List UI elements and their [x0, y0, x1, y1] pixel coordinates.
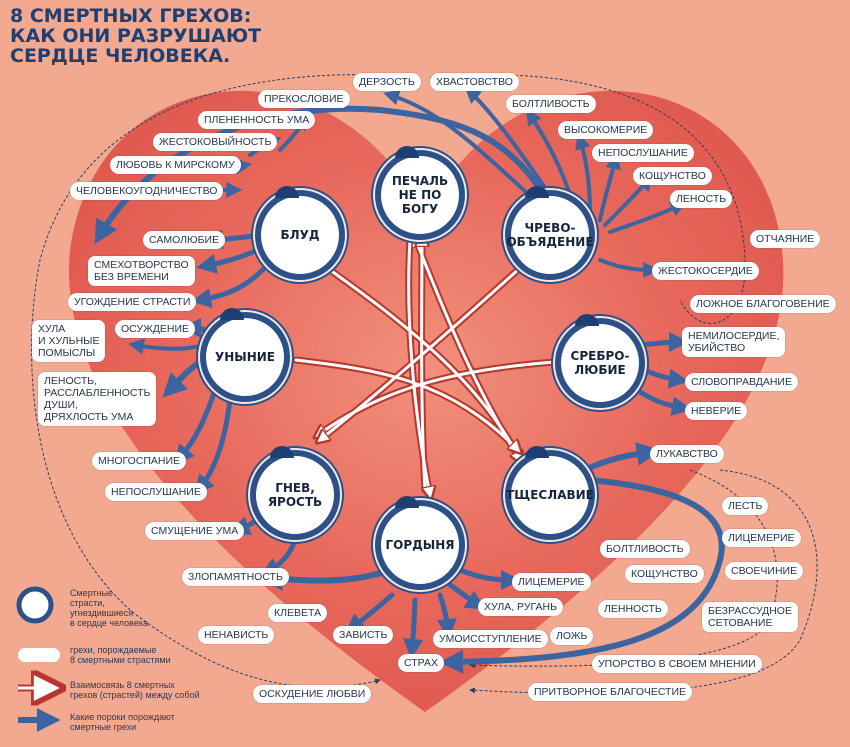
serpent-icon — [575, 314, 599, 326]
sin-hula-ruganj: ХУЛА, РУГАНЬ — [478, 598, 563, 616]
legend-sin-icon — [18, 648, 60, 662]
sin-hula-pomysly: ХУЛА И ХУЛЬНЫЕ ПОМЫСЛЫ — [32, 320, 106, 362]
sin-oskudenie: ОСКУДЕНИЕ ЛЮБВИ — [253, 685, 372, 703]
sin-slovopravdanie: СЛОВОПРАВДАНИЕ — [685, 373, 798, 391]
sin-lenost-dushi: ЛЕНОСТЬ, РАССЛАБЛЕННОСТЬ ДУШИ, ДРЯХЛОСТЬ… — [38, 372, 157, 426]
sin-zavist: ЗАВИСТЬ — [333, 626, 394, 644]
passion-chrevo: ЧРЕВО- ОБЪЯДЕНИЕ — [505, 186, 595, 280]
legend-sins-label: грехи, порождаемые 8 смертными страстями — [70, 645, 171, 665]
sin-chelovekougod: ЧЕЛОВЕКОУГОДНИЧЕСТВО — [70, 182, 224, 200]
arrow-gord-licemerie — [457, 567, 521, 590]
serpent-icon — [395, 496, 419, 508]
title-line-2: КАК ОНИ РАЗРУШАЮТ — [10, 25, 262, 47]
passion-pechal: ПЕЧАЛЬ НЕ ПО БОГУ — [375, 146, 465, 240]
sin-licemerie-bottom: ЛИЦЕМЕРИЕ — [512, 573, 591, 591]
arrow-gord-zavist — [344, 592, 395, 634]
sin-vysokomerie: ВЫСОКОМЕРИЕ — [558, 121, 654, 139]
arrow-unynie-neposlushanie — [194, 397, 233, 495]
sin-lyubov-mir: ЛЮБОВЬ К МИРСКОМУ — [110, 156, 241, 174]
passion-gordynya: ГОРДЫНЯ — [375, 496, 465, 590]
serpent-icon — [525, 446, 549, 458]
arrow-srebro-nemiloserdie — [637, 332, 689, 353]
diagram-title: 8 СМЕРТНЫХ ГРЕХОВ: КАК ОНИ РАЗРУШАЮТ СЕР… — [10, 6, 270, 66]
sin-svoechinie: СВОЕЧИНИЕ — [725, 562, 804, 580]
arrow-unynie-lenost — [162, 359, 203, 398]
sin-lukavstvo: ЛУКАВСТВО — [650, 445, 724, 463]
sin-ugozhdenie: УГОЖДЕНИЕ СТРАСТИ — [68, 293, 197, 311]
sin-licemerie-right: ЛИЦЕМЕРИЕ — [722, 529, 801, 547]
sin-lest: ЛЕСТЬ — [722, 497, 769, 515]
passion-unynie: УНЫНИЕ — [200, 308, 290, 402]
arrow-unynie-hula — [127, 338, 207, 355]
sin-nenavist: НЕНАВИСТЬ — [198, 626, 275, 644]
arrow-tshche-upporstvo — [439, 477, 725, 674]
sin-plenennost: ПЛЕНЕННОСТЬ УМА — [198, 111, 316, 129]
serpent-icon — [275, 186, 299, 198]
legend-passions-label: Смертные страсти, угнездившиеся в сердце… — [70, 588, 148, 628]
sin-samolyubie: САМОЛЮБИЕ — [143, 231, 226, 249]
sin-pritvornoe: ПРИТВОРНОЕ БЛАГОЧЕСТИЕ — [528, 683, 693, 701]
sin-neposlushanie-top: НЕПОСЛУШАНИЕ — [592, 144, 694, 162]
sin-lozhnoe-blag: ЛОЖНОЕ БЛАГОГОВЕНИЕ — [690, 295, 836, 313]
sin-smushchenie: СМУЩЕНИЕ УМА — [145, 522, 245, 540]
passion-tshche: ТЩЕСЛАВИЕ — [505, 446, 595, 540]
sin-mnogospanie: МНОГОСПАНИЕ — [92, 452, 187, 470]
passion-gnev: ГНЕВ, ЯРОСТЬ — [250, 446, 340, 540]
sin-umoissuplenie: УМОИССТУПЛЕНИЕ — [433, 630, 548, 648]
sin-lozh: ЛОЖЬ — [550, 627, 594, 645]
sin-bezrassudnoe: БЕЗРАССУДНОЕ СЕТОВАНИЕ — [702, 602, 798, 632]
arrow-blud-ugozhdenie — [191, 259, 273, 309]
sin-otchayanie: ОТЧАЯНИЕ — [750, 230, 821, 248]
sin-boltlivost-top: БОЛТЛИВОСТЬ — [506, 95, 596, 113]
sin-kleveta: КЛЕВЕТА — [268, 604, 328, 622]
sin-upporstvo: УПОРСТВО В СВОЕМ МНЕНИИ — [592, 655, 762, 673]
sin-zlopamyatnost: ЗЛОПАМЯТНОСТЬ — [182, 568, 289, 586]
serpent-icon — [220, 308, 244, 320]
legend-passion-icon — [16, 586, 54, 624]
arrow-chrevo-zhestokoserdie — [598, 258, 660, 278]
sin-osuzhdenie: ОСУЖДЕНИЕ — [115, 320, 196, 338]
arrow-tshche-lukavstvo — [582, 442, 661, 473]
title-line-3: СЕРДЦЕ ЧЕЛОВЕКА. — [10, 45, 231, 67]
legend-produce-label: Какие пороки порождают смертные грехи — [70, 712, 175, 732]
sin-koshchunstvo-top: КОЩУНСТВО — [633, 167, 712, 185]
sin-nemiloserdie: НЕМИЛОСЕРДИЕ, УБИЙСТВО — [682, 327, 786, 357]
sin-neposlushanie-left: НЕПОСЛУШАНИЕ — [105, 483, 207, 501]
sin-derzost: ДЕРЗОСТЬ — [353, 73, 421, 91]
arrow-chrevo-derzost — [383, 89, 542, 207]
legend-interlink-label: Взаимосвязь 8 смертных грехов (страстей)… — [70, 680, 200, 700]
arrow-blud-smeh — [196, 245, 265, 274]
sin-lennost: ЛЕННОСТЬ — [598, 600, 668, 618]
serpent-icon — [395, 146, 419, 158]
flow-line-top-right — [429, 74, 746, 324]
serpent-icon — [270, 446, 294, 458]
arrow-unynie-mnogospanie — [174, 387, 218, 465]
title-line-1: 8 СМЕРТНЫХ ГРЕХОВ: — [10, 5, 252, 27]
arrow-gord-umoiss — [436, 592, 457, 639]
sin-hvastovstvo: ХВАСТОВСТВО — [430, 73, 519, 91]
sin-neverie: НЕВЕРИЕ — [685, 402, 748, 420]
passion-srebro: СРЕБРО- ЛЮБИЕ — [555, 314, 645, 408]
serpent-icon — [525, 186, 549, 198]
arrow-chrevo-vysokomerie — [575, 133, 592, 214]
sin-koshchunstvo-bottom: КОЩУНСТВО — [625, 565, 704, 583]
sin-boltlivost-bottom: БОЛТЛИВОСТЬ — [600, 540, 690, 558]
arrow-gord-strah — [403, 597, 424, 659]
sin-lenost-top: ЛЕНОСТЬ — [670, 190, 733, 208]
arrow-chrevo-neposlushanie — [598, 152, 622, 222]
sin-zhestokoserdie: ЖЕСТОКОСЕРДИЕ — [652, 262, 759, 280]
sin-prekoslovie: ПРЕКОСЛОВИЕ — [258, 90, 350, 108]
passion-blud: БЛУД — [255, 186, 345, 280]
sin-strah: СТРАХ — [398, 654, 444, 672]
flow-line-top-left — [31, 74, 386, 688]
sin-zhestokovyinost: ЖЕСТОКОВЫЙНОСТЬ — [153, 133, 278, 151]
flow-line-right-outer — [469, 469, 818, 694]
arrow-gord-hula — [447, 582, 486, 610]
sin-smehotvorstvo: СМЕХОТВОРСТВО БЕЗ ВРЕМЕНИ — [88, 256, 195, 286]
